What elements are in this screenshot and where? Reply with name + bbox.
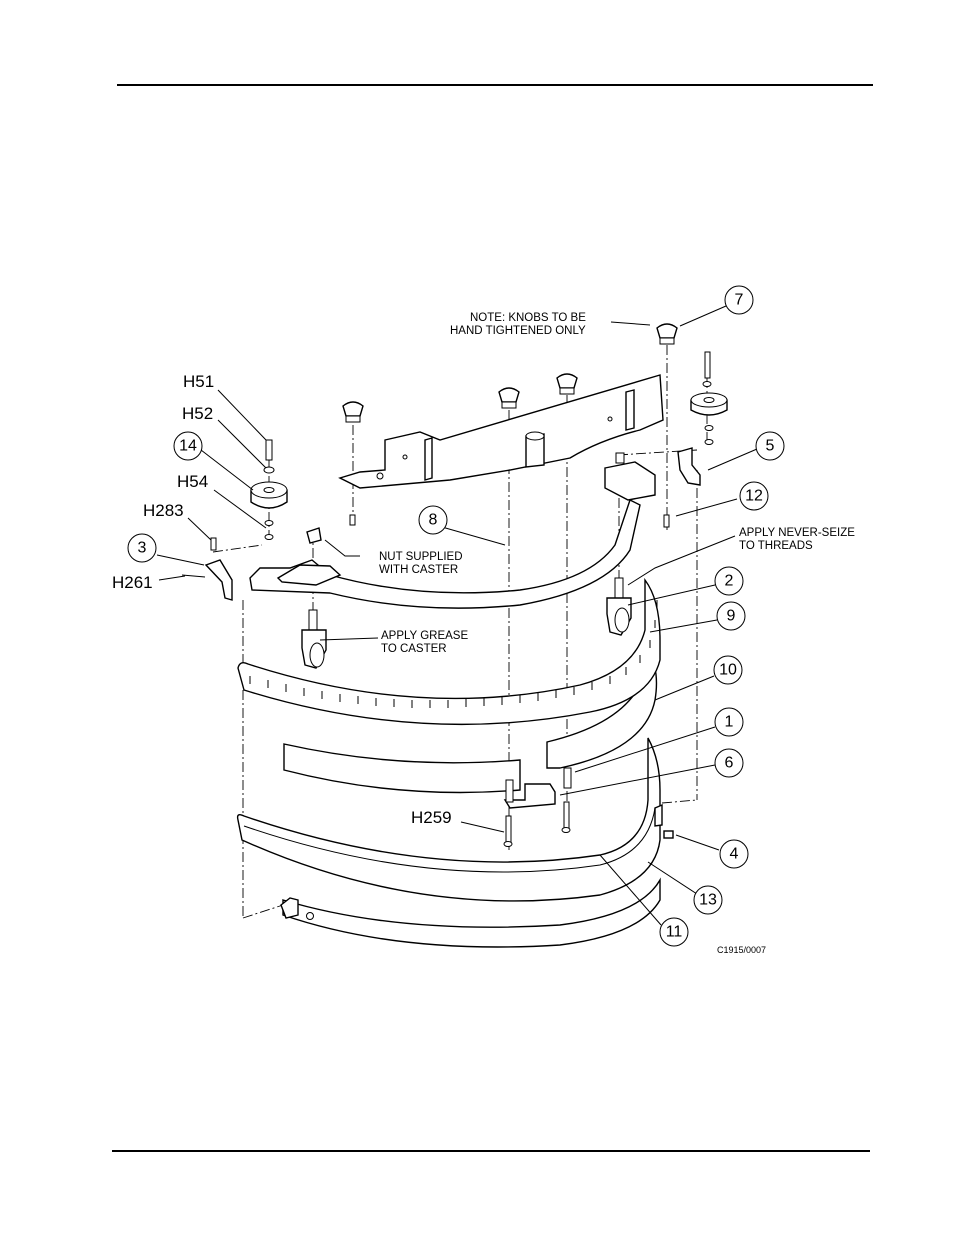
svg-text:8: 8	[429, 512, 438, 529]
balloon-11: 11	[659, 917, 689, 947]
balloon-5: 5	[755, 431, 785, 461]
svg-text:5: 5	[766, 438, 775, 455]
note-seize-line2: TO THREADS	[739, 540, 813, 552]
balloon-7: 7	[724, 285, 754, 315]
svg-text:12: 12	[745, 488, 763, 505]
caster-mount-plate	[276, 564, 342, 586]
top-rail-uprights	[424, 389, 635, 481]
balloon-2: 2	[714, 566, 744, 596]
label-h52: H52	[182, 404, 213, 423]
part-4-nut	[663, 830, 674, 839]
svg-text:4: 4	[730, 846, 739, 863]
svg-text:1: 1	[725, 714, 734, 731]
balloon-4: 4	[719, 839, 749, 869]
right-wheel-hardware	[690, 351, 728, 445]
balloon-9: 9	[716, 601, 746, 631]
drawing-code: C1915/0007	[717, 945, 766, 955]
note-knobs-line2: HAND TIGHTENED ONLY	[450, 325, 586, 337]
svg-text:13: 13	[699, 892, 717, 909]
panel-ticks	[249, 600, 658, 708]
bottom-bracket	[280, 897, 299, 919]
label-h54: H54	[177, 472, 208, 491]
footer-rule	[112, 1150, 870, 1152]
label-h283: H283	[143, 501, 184, 520]
part-6-bracket	[503, 783, 556, 809]
part-2-right-caster	[606, 577, 632, 636]
balloon-6: 6	[714, 748, 744, 778]
balloon-14: 14	[173, 431, 203, 461]
top-rail	[338, 374, 664, 489]
right-caster-block	[604, 461, 656, 501]
svg-text:7: 7	[735, 292, 744, 309]
svg-text:14: 14	[179, 438, 197, 455]
part-13-lower-curved-band	[236, 737, 661, 902]
part-9-main-curved-panel	[237, 577, 661, 726]
note-grease-line2: TO CASTER	[381, 643, 447, 655]
header-rule	[117, 84, 873, 86]
svg-text:3: 3	[138, 540, 147, 557]
left-wheel-hardware	[250, 439, 288, 540]
part-7-knob	[656, 323, 678, 339]
balloon-12: 12	[739, 481, 769, 511]
svg-text:10: 10	[719, 662, 737, 679]
note-grease-line1: APPLY GREASE	[381, 630, 468, 642]
part-11-bottom-strip	[282, 877, 661, 948]
balloon-1: 1	[714, 707, 744, 737]
svg-text:2: 2	[725, 573, 734, 590]
part-3-bracket	[204, 559, 233, 601]
knob-group	[342, 323, 678, 423]
left-caster	[301, 527, 327, 669]
part-5-bracket	[677, 447, 701, 486]
balloon-8: 8	[418, 505, 448, 535]
lower-channel-left	[283, 743, 521, 794]
note-seize-line1: APPLY NEVER-SEIZE	[739, 527, 855, 539]
balloon-10: 10	[713, 655, 743, 685]
note-knobs-line1: NOTE: KNOBS TO BE	[470, 312, 586, 324]
balloons: 7 5 12 14 8 3 2 9 10 1 6 4 13 11	[127, 285, 785, 947]
svg-text:9: 9	[727, 608, 736, 625]
note-nut-line2: WITH CASTER	[379, 564, 458, 576]
lower-fasteners	[503, 767, 572, 847]
svg-text:6: 6	[725, 755, 734, 772]
balloon-13: 13	[693, 885, 723, 915]
svg-text:11: 11	[666, 924, 683, 941]
label-h259: H259	[411, 808, 452, 827]
label-h51: H51	[183, 372, 214, 391]
note-nut-line1: NUT SUPPLIED	[379, 551, 463, 563]
balloon-3: 3	[127, 533, 157, 563]
label-h261: H261	[112, 573, 153, 592]
leader-lines	[156, 305, 758, 926]
